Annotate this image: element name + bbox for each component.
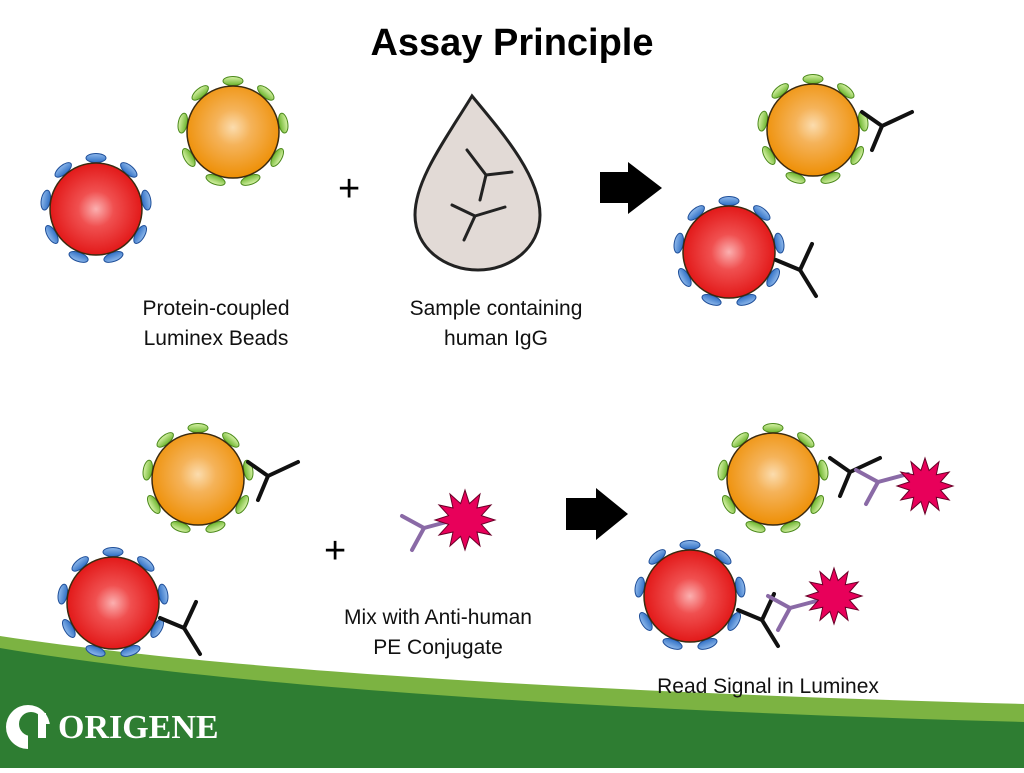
igg-antibody-in-sample-2 — [450, 203, 507, 242]
coupled-protein — [85, 153, 107, 163]
orange-bead-core — [726, 432, 820, 526]
coupled-protein — [718, 196, 740, 206]
coupled-protein — [679, 540, 701, 550]
red-bead-core — [643, 549, 737, 643]
page-title: Assay Principle — [370, 22, 654, 64]
red-bead-core — [682, 205, 776, 299]
igg-antibody-in-sample-1 — [465, 148, 514, 202]
orange-bead-core — [766, 83, 860, 177]
bound-igg-top-right-orange — [860, 110, 914, 152]
coupled-protein — [102, 547, 124, 557]
caption-conjugate: Mix with Anti-human PE Conjugate — [308, 603, 568, 663]
orange-bead-bottom-left — [142, 423, 254, 533]
caption-beads: Protein-coupled Luminex Beads — [96, 294, 336, 354]
red-bead-top-right — [673, 196, 785, 306]
caption-read-signal: Read Signal in Luminex — [657, 675, 879, 698]
arrow-right-icon-top — [600, 162, 662, 214]
red-bead-core — [66, 556, 160, 650]
caption-beads-line-2: Luminex Beads — [143, 327, 289, 350]
plus-sign-top: + — [338, 168, 361, 210]
coupled-protein — [222, 76, 244, 86]
caption-conjugate-line-1: Mix with Anti-human — [344, 606, 532, 629]
caption-sample-line-1: Sample containing — [409, 297, 583, 320]
bound-conjugate-bottom-right-orange — [854, 468, 910, 506]
caption-conjugate-line-2: PE Conjugate — [373, 636, 503, 659]
red-bead-top-left — [40, 153, 152, 263]
red-bead-bottom-right — [634, 540, 746, 650]
orange-bead-top-right — [757, 74, 869, 184]
origene-logo-icon — [6, 705, 50, 750]
caption-sample-line-2: human IgG — [444, 327, 548, 350]
caption-sample: Sample containing human IgG — [376, 294, 616, 354]
orange-bead-core — [186, 85, 280, 179]
bound-igg-bottom-left-red — [158, 600, 202, 656]
orange-bead-top-left — [177, 76, 289, 186]
pe-label-star-bound-red — [804, 566, 864, 626]
bound-igg-bottom-left-orange — [246, 460, 300, 502]
bound-igg-bottom-right-red — [736, 592, 780, 648]
footer-green-band — [0, 648, 1024, 768]
arrow-right-icon-bottom — [566, 488, 628, 540]
pe-label-star-bound-orange — [895, 456, 955, 516]
pe-label-star — [433, 488, 497, 552]
sample-droplet — [413, 93, 542, 272]
bound-conjugate-bottom-right-red — [766, 594, 822, 632]
orange-bead-core — [151, 432, 245, 526]
caption-beads-line-1: Protein-coupled — [142, 297, 290, 320]
bound-igg-top-right-red — [774, 242, 818, 298]
red-bead-core — [49, 162, 143, 256]
plus-sign-bottom: + — [324, 530, 347, 572]
coupled-protein — [187, 423, 209, 433]
logo-wordmark: ORIGENE — [58, 709, 219, 746]
red-bead-bottom-left — [57, 547, 169, 657]
coupled-protein — [762, 423, 784, 433]
orange-bead-bottom-right — [717, 423, 829, 533]
coupled-protein — [802, 74, 824, 84]
